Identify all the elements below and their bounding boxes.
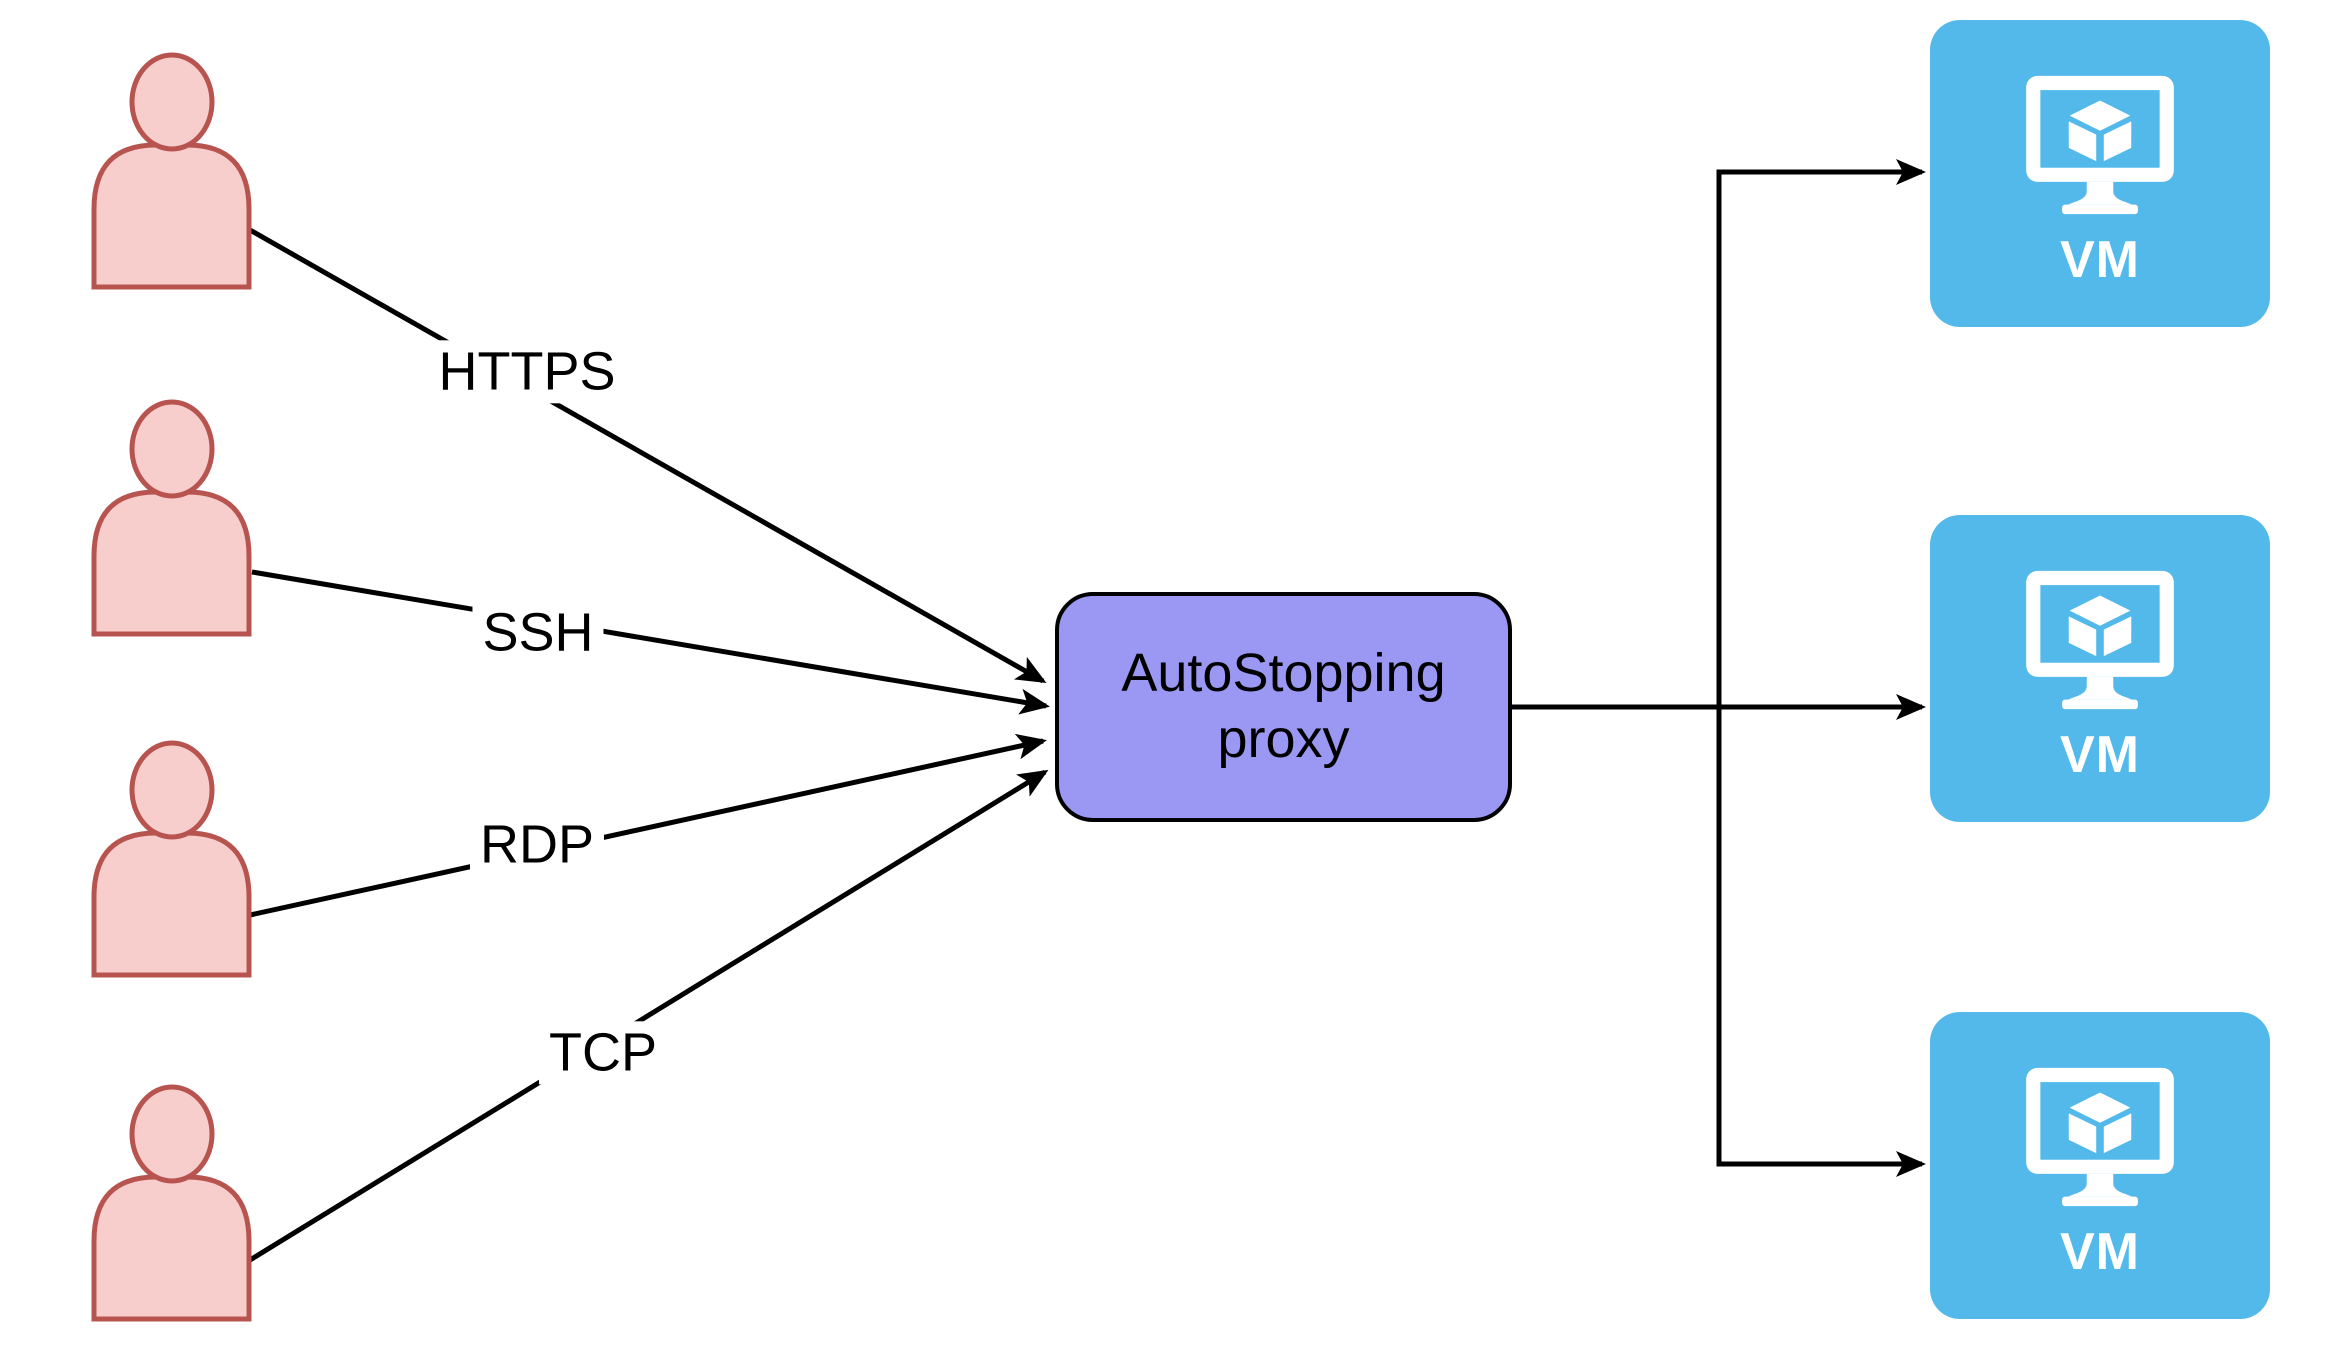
vm-monitor-icon xyxy=(2026,1067,2174,1207)
vm-node-top: VM xyxy=(1930,20,2270,327)
edge-rdp xyxy=(249,733,1047,918)
edge-label-rdp: RDP xyxy=(469,813,605,877)
edge-label-https: HTTPS xyxy=(428,340,626,404)
vm-node-middle: VM xyxy=(1930,515,2270,822)
autostopping-proxy-node: AutoStopping proxy xyxy=(1055,592,1512,822)
edge-proxy-vm-bottom xyxy=(1716,707,1926,1177)
user-icon-3 xyxy=(91,740,252,978)
edges-users-to-proxy xyxy=(248,227,1050,1263)
edges-proxy-to-vms xyxy=(1512,159,1926,1177)
vm-monitor-icon xyxy=(2026,570,2174,710)
user-icon-2 xyxy=(91,399,252,637)
user-icon-1 xyxy=(91,52,252,290)
proxy-label: AutoStopping proxy xyxy=(1121,643,1446,769)
user-icons xyxy=(91,52,252,1322)
edge-tcp xyxy=(248,769,1049,1263)
vm-node-bottom: VM xyxy=(1930,1012,2270,1319)
vm-label: VM xyxy=(2060,1223,2140,1281)
edge-ssh xyxy=(251,569,1050,715)
vm-label: VM xyxy=(2060,231,2140,289)
user-icon-4 xyxy=(91,1084,252,1322)
vm-monitor-icon xyxy=(2026,75,2174,215)
edge-https xyxy=(248,227,1047,684)
vm-label: VM xyxy=(2060,726,2140,784)
edge-label-ssh: SSH xyxy=(472,601,604,665)
edge-proxy-vm-top xyxy=(1716,159,1926,707)
edge-label-tcp: TCP xyxy=(539,1021,667,1085)
